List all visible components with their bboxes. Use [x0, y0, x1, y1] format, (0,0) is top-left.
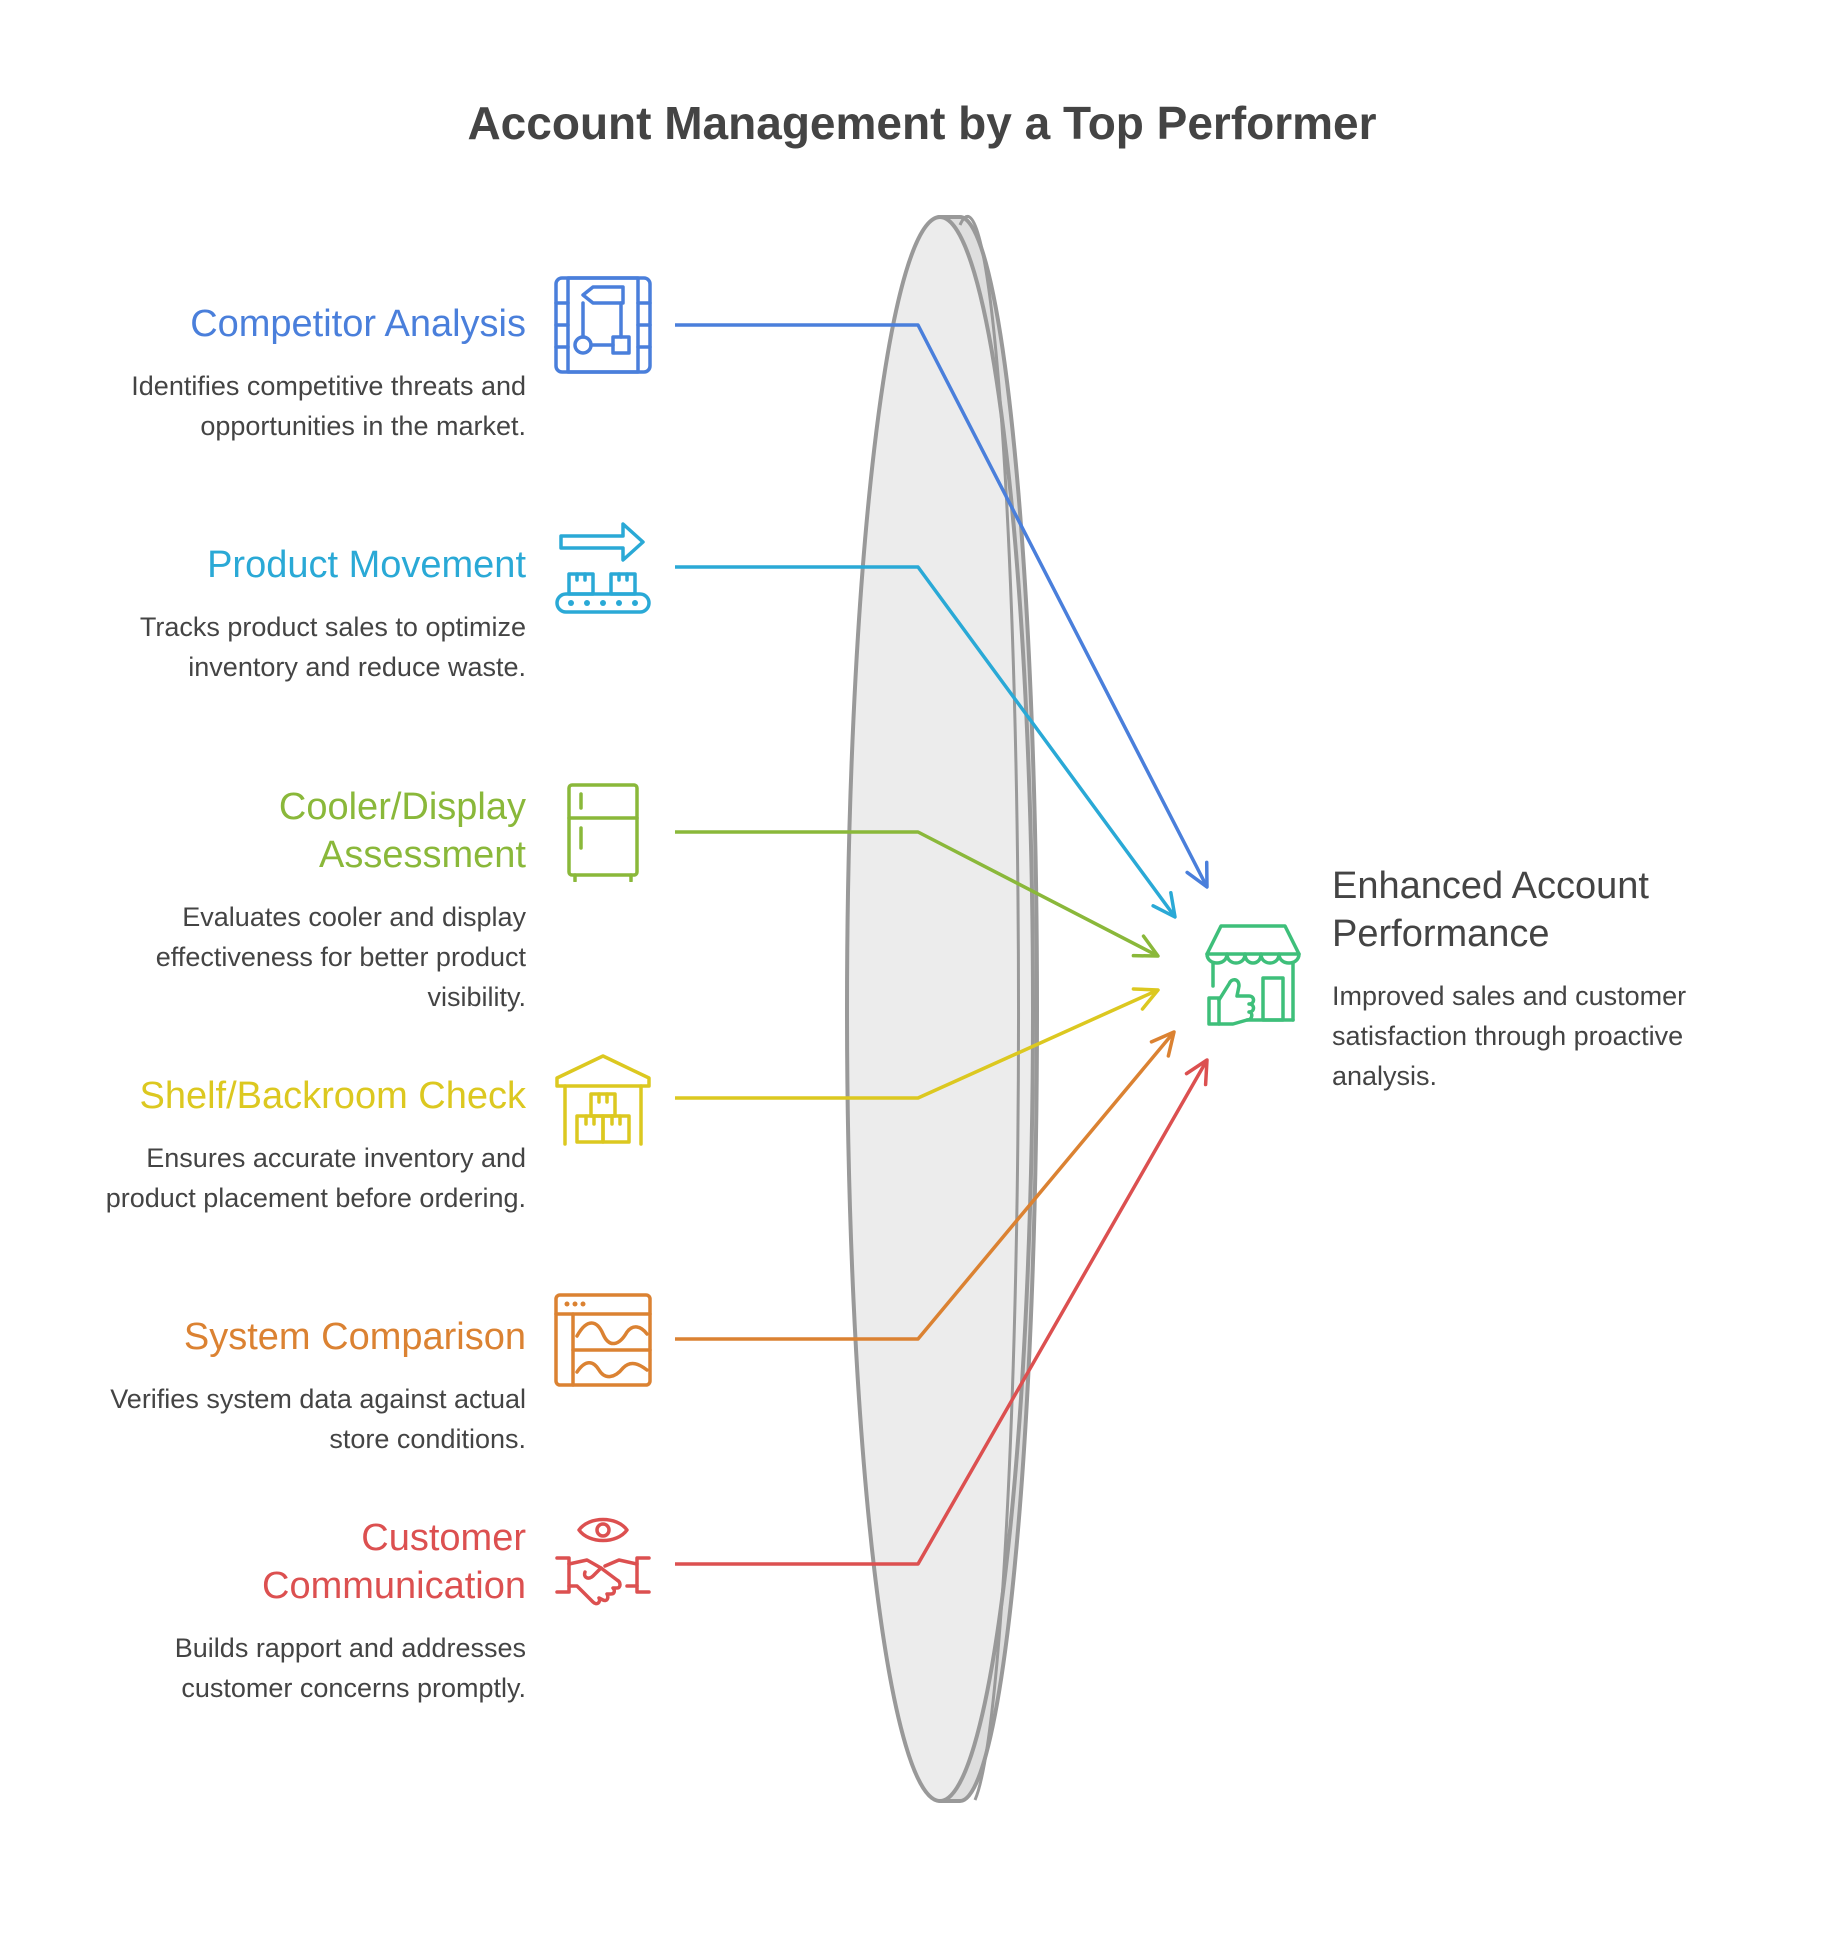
- connector-system: [675, 1030, 1176, 1341]
- item-customer-communication: Customer Communication Builds rapport an…: [66, 1514, 526, 1708]
- lens: [845, 214, 1039, 1803]
- item-description: Evaluates cooler and display effectivene…: [155, 902, 526, 1012]
- arrowhead-system: [1149, 1030, 1176, 1058]
- item-description: Identifies competitive threats and oppor…: [131, 371, 526, 441]
- flowchart-icon: [554, 276, 652, 374]
- arrowhead-competitor: [1185, 860, 1209, 889]
- item-description: Verifies system data against actual stor…: [110, 1384, 526, 1454]
- arrowhead-customer: [1184, 1058, 1209, 1087]
- connector-customer: [675, 1059, 1209, 1566]
- item-title: Product Movement: [207, 544, 526, 586]
- outcome-description: Improved sales and customer satisfaction…: [1332, 981, 1687, 1091]
- connector-cooler: [675, 830, 1159, 958]
- conveyor-belt-icon: [555, 522, 651, 614]
- item-description: Ensures accurate inventory and product p…: [105, 1143, 526, 1213]
- arrowhead-shelf: [1131, 987, 1160, 1011]
- item-title: Customer Communication: [262, 1517, 526, 1607]
- item-description: Tracks product sales to optimize invento…: [139, 612, 526, 682]
- item-competitor-analysis: Competitor Analysis Identifies competiti…: [66, 300, 526, 446]
- data-window-icon: [554, 1293, 652, 1387]
- item-product-movement: Product Movement Tracks product sales to…: [66, 541, 526, 687]
- connector-shelf: [675, 988, 1159, 1100]
- handshake-eye-icon: [555, 1517, 651, 1606]
- arrowhead-product: [1151, 891, 1177, 919]
- item-shelf-backroom-check: Shelf/Backroom Check Ensures accurate in…: [66, 1072, 526, 1218]
- item-title: Cooler/Display Assessment: [278, 786, 526, 876]
- item-system-comparison: System Comparison Verifies system data a…: [66, 1313, 526, 1459]
- lens-front-face: [845, 215, 1035, 1803]
- lens-inner-line: [958, 214, 1021, 1801]
- connector-product: [675, 565, 1177, 919]
- refrigerator-icon: [567, 783, 639, 882]
- outcome-enhanced-account-performance: Enhanced Account Performance Improved sa…: [1332, 862, 1762, 1096]
- item-title: System Comparison: [183, 1316, 526, 1358]
- store-thumbs-up-icon: [1205, 924, 1301, 1026]
- item-description: Builds rapport and addresses customer co…: [174, 1633, 526, 1703]
- arrowhead-cooler: [1131, 934, 1160, 958]
- warehouse-boxes-icon: [555, 1054, 651, 1146]
- connectors: [675, 323, 1209, 1566]
- item-title: Competitor Analysis: [190, 303, 526, 345]
- connector-competitor: [675, 323, 1209, 888]
- page-title: Account Management by a Top Performer: [467, 97, 1377, 149]
- item-cooler-display-assessment: Cooler/Display Assessment Evaluates cool…: [66, 783, 526, 1017]
- outcome-title: Enhanced Account Performance: [1332, 865, 1649, 955]
- item-title: Shelf/Backroom Check: [139, 1075, 527, 1117]
